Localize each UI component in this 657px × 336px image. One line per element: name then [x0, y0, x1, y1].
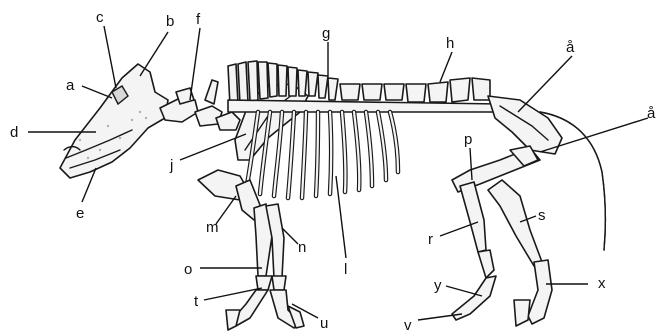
leader-c — [104, 26, 116, 88]
label-l: l — [344, 261, 347, 278]
leader-lines — [28, 26, 648, 320]
label-e: e — [76, 205, 84, 222]
label-u: u — [320, 315, 328, 332]
label-d: d — [10, 124, 18, 141]
leader-a — [82, 86, 112, 98]
label-p: p — [464, 131, 472, 148]
label-x: x — [598, 275, 606, 292]
leader-f — [190, 28, 200, 100]
leader-b — [140, 32, 168, 76]
hindlimb — [452, 146, 552, 326]
label-c: c — [96, 9, 104, 26]
label-m: m — [206, 219, 219, 236]
leader-aa1 — [518, 56, 572, 112]
label-r: r — [428, 231, 433, 248]
lumbar-spine — [340, 78, 490, 102]
label-o: o — [184, 261, 192, 278]
label-aa-upper: å — [566, 39, 575, 56]
label-h: h — [446, 35, 454, 52]
leader-h — [440, 52, 452, 82]
label-f: f — [196, 11, 201, 28]
label-s: s — [538, 207, 546, 224]
label-j: j — [169, 157, 173, 174]
leader-m — [216, 196, 236, 224]
label-v: v — [404, 317, 412, 334]
label-t: t — [194, 293, 199, 310]
label-a: a — [66, 77, 75, 94]
label-g: g — [322, 25, 330, 42]
rib-cage — [246, 112, 398, 198]
label-aa-lower: å — [647, 105, 656, 122]
label-b: b — [166, 13, 174, 30]
label-y: y — [434, 277, 442, 294]
label-n: n — [298, 239, 306, 256]
